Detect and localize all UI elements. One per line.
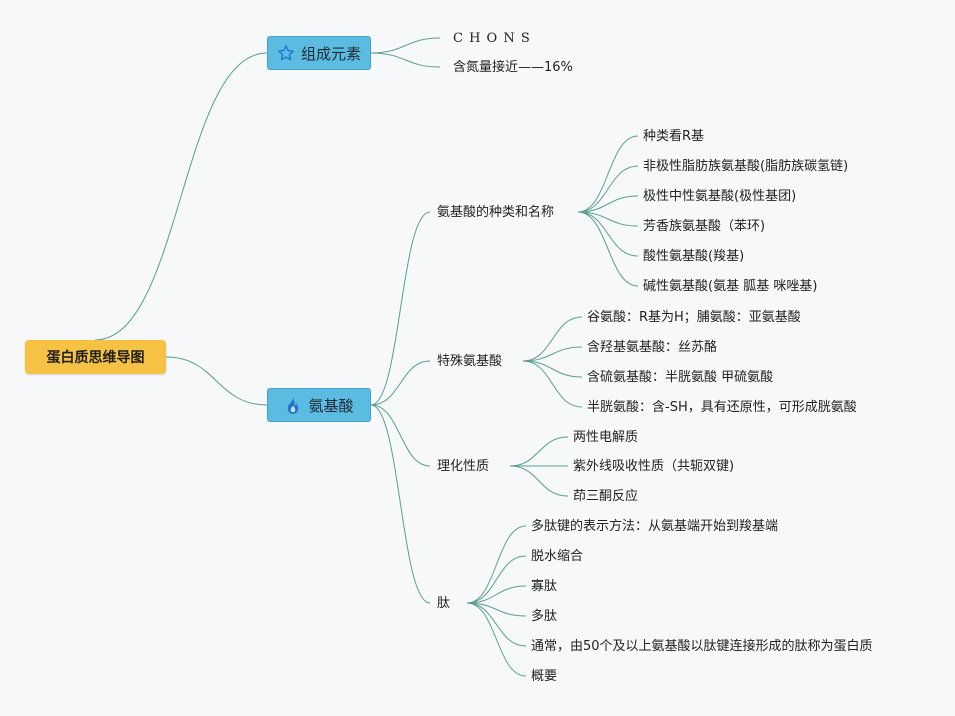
flame-icon <box>284 395 302 415</box>
connector-leaf <box>577 211 639 227</box>
connector-leaf <box>577 135 639 213</box>
root-node[interactable]: 蛋白质思维导图 <box>25 340 166 374</box>
leaf-item: 含硫氨基酸：半胱氨酸 甲硫氨酸 <box>587 370 774 385</box>
connector-leaf <box>577 165 639 213</box>
connector-root-composition <box>94 52 268 341</box>
connector-group <box>370 404 431 467</box>
leaf-item: 寡肽 <box>531 579 558 594</box>
connector-leaf <box>522 360 583 378</box>
leaf-item: 半胱氨酸：含-SH，具有还原性，可形成胱氨酸 <box>587 400 857 415</box>
connector-leaf <box>466 555 527 604</box>
connector-group <box>370 360 431 406</box>
group-types: 氨基酸的种类和名称 <box>437 205 555 220</box>
branch-label: 组成元素 <box>300 44 361 63</box>
group-special: 特殊氨基酸 <box>437 354 503 369</box>
branch-label: 氨基酸 <box>308 396 354 415</box>
connector-leaf <box>370 37 441 54</box>
group-peptide: 肽 <box>437 596 451 611</box>
leaf-item: 谷氨酸：R基为H；脯氨酸：亚氨基酸 <box>587 310 801 325</box>
leaf-item: 多肽键的表示方法：从氨基端开始到羧基端 <box>531 519 779 534</box>
branch-amino-acid[interactable]: 氨基酸 <box>267 388 371 422</box>
leaf-item: 碱性氨基酸(氨基 胍基 咪唑基) <box>643 279 818 294</box>
leaf-item: 种类看R基 <box>643 129 705 144</box>
leaf-item: 极性中性氨基酸(极性基团) <box>643 189 797 204</box>
star-icon <box>277 44 295 62</box>
connector-leaf <box>466 602 527 677</box>
connector-leaf <box>522 346 583 362</box>
group-properties: 理化性质 <box>437 459 490 474</box>
connector-leaf <box>522 316 583 362</box>
connector-leaf <box>522 360 583 408</box>
leaf-item: 酸性氨基酸(羧基) <box>643 249 745 264</box>
connector-leaf <box>509 465 569 497</box>
branch-composition[interactable]: 组成元素 <box>267 36 371 70</box>
connector-group <box>370 211 431 406</box>
connector-leaf <box>466 602 527 647</box>
connector-root-amino <box>165 356 268 406</box>
connector-leaf <box>509 436 569 467</box>
connector-leaf <box>370 52 441 68</box>
leaf-item: 通常，由50个及以上氨基酸以肽键连接形成的肽称为蛋白质 <box>531 639 873 654</box>
leaf-item: 紫外线吸收性质（共轭双键) <box>573 459 735 474</box>
connector-leaf <box>466 525 527 604</box>
connector-leaf <box>466 585 527 604</box>
leaf-elements: C H O N S <box>453 31 531 46</box>
connector-group <box>370 404 431 604</box>
leaf-item: 含羟基氨基酸：丝苏酪 <box>587 340 718 355</box>
leaf-item: 概要 <box>531 669 558 684</box>
connector-leaf <box>577 211 639 287</box>
leaf-item: 脱水缩合 <box>531 549 584 564</box>
leaf-item: 两性电解质 <box>573 430 639 445</box>
connector-leaf <box>466 602 527 617</box>
leaf-item: 芳香族氨基酸（苯环) <box>643 219 766 234</box>
leaf-item: 茚三酮反应 <box>573 489 639 504</box>
leaf-item: 多肽 <box>531 609 558 624</box>
leaf-item: 非极性脂肪族氨基酸(脂肪族碳氢链) <box>643 159 849 174</box>
leaf-nitrogen: 含氮量接近——16% <box>453 60 573 75</box>
connector-leaf <box>577 195 639 213</box>
connector-leaf <box>577 211 639 257</box>
